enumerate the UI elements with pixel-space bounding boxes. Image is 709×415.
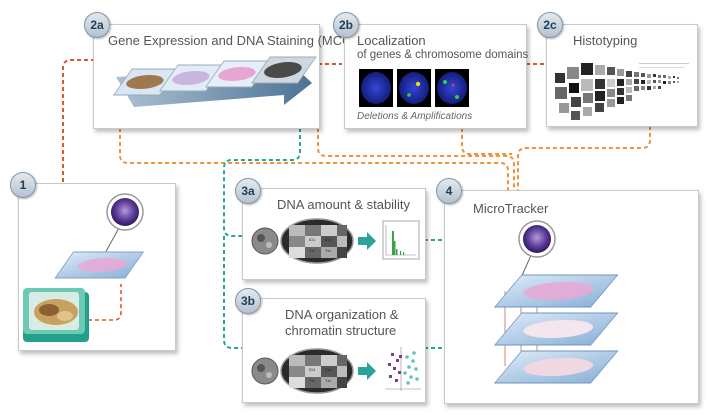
grid-label-4: Txt xyxy=(325,248,331,253)
panel-3a-dna-amount: DNA amount & stability ID1 ID2 Txt Txt xyxy=(242,188,426,280)
chromatin-illustration: ID1 ID2 Txt Txt xyxy=(251,347,421,394)
grid-label-3: Txt xyxy=(309,248,315,253)
badge-3b: 3b xyxy=(235,288,261,314)
tissue-illustration xyxy=(23,193,145,342)
stained-slides-illustration xyxy=(112,56,317,107)
connector-2a-to-4-a xyxy=(119,128,509,190)
glass-slide xyxy=(54,251,145,279)
slide-bottom xyxy=(493,350,619,384)
grid-label-2: ID2 xyxy=(325,237,332,242)
panel-2a-gene-expression: Gene Expression and DNA Staining (MCCA) xyxy=(93,24,365,129)
grid-label-4: Txt xyxy=(325,378,331,383)
tissue-block xyxy=(23,288,89,342)
dna-amount-illustration: ID1 ID2 Txt Txt xyxy=(251,218,420,264)
connector-2a-to-4-b xyxy=(317,128,515,190)
panel-2c-histotyping: Histotyping xyxy=(546,24,698,127)
panel-2b-caption: Deletions & Amplifications xyxy=(357,111,473,122)
panel-2b-title: Localization xyxy=(357,33,426,48)
grid-label-1: ID1 xyxy=(309,237,316,242)
badge-4: 4 xyxy=(436,178,462,204)
stacked-slides-illustration xyxy=(493,220,619,384)
fish-images xyxy=(359,69,469,107)
cell-zoom-image xyxy=(111,198,139,226)
dna-histogram xyxy=(382,220,420,260)
badge-2a: 2a xyxy=(84,12,110,38)
badge-3a: 3a xyxy=(235,178,261,204)
panel-2c-title: Histotyping xyxy=(573,33,638,48)
panel-2b-subtitle: of genes & chromosome domains xyxy=(357,49,529,61)
badge-2c: 2c xyxy=(537,12,563,38)
nucleus-image xyxy=(251,357,279,385)
panel-2b-localization: Localization of genes & chromosome domai… xyxy=(344,24,529,129)
teal-arrow xyxy=(358,362,376,380)
teal-arrow xyxy=(358,232,376,250)
badge-1: 1 xyxy=(10,172,36,198)
panel-4-title: MicroTracker xyxy=(473,201,549,216)
connector-2c-to-4 xyxy=(517,126,651,190)
panel-3a-title: DNA amount & stability xyxy=(277,197,410,212)
grid-label-1: ID1 xyxy=(309,367,316,372)
block-to-slide-connector xyxy=(81,284,122,321)
badge-2b: 2b xyxy=(333,12,359,38)
slide-4 xyxy=(250,56,317,84)
panel-3b-title-line1: DNA organization & xyxy=(285,307,399,322)
connector-2a-to-3a xyxy=(223,128,301,237)
slide-top xyxy=(493,274,619,308)
nucleus-image xyxy=(251,227,279,255)
panel-3b-title-line2: chromatin structure xyxy=(285,323,397,338)
panel-2a-title: Gene Expression and DNA Staining (MCCA) xyxy=(108,33,365,48)
connector-2b-to-4 xyxy=(461,128,512,155)
grid-label-2: ID2 xyxy=(325,367,332,372)
grid-label-3: Txt xyxy=(309,378,315,383)
panel-1-tissue-sampling xyxy=(18,183,176,351)
panel-3b-dna-organization: DNA organization & chromatin structure I… xyxy=(242,298,426,403)
chromatin-scatter xyxy=(385,347,421,391)
histotype-tiles xyxy=(555,63,689,120)
panel-4-microtracker: MicroTracker xyxy=(444,190,699,404)
slide-middle xyxy=(493,312,619,346)
cell-zoom-image xyxy=(523,225,551,253)
connector-1-to-2a xyxy=(62,59,96,182)
